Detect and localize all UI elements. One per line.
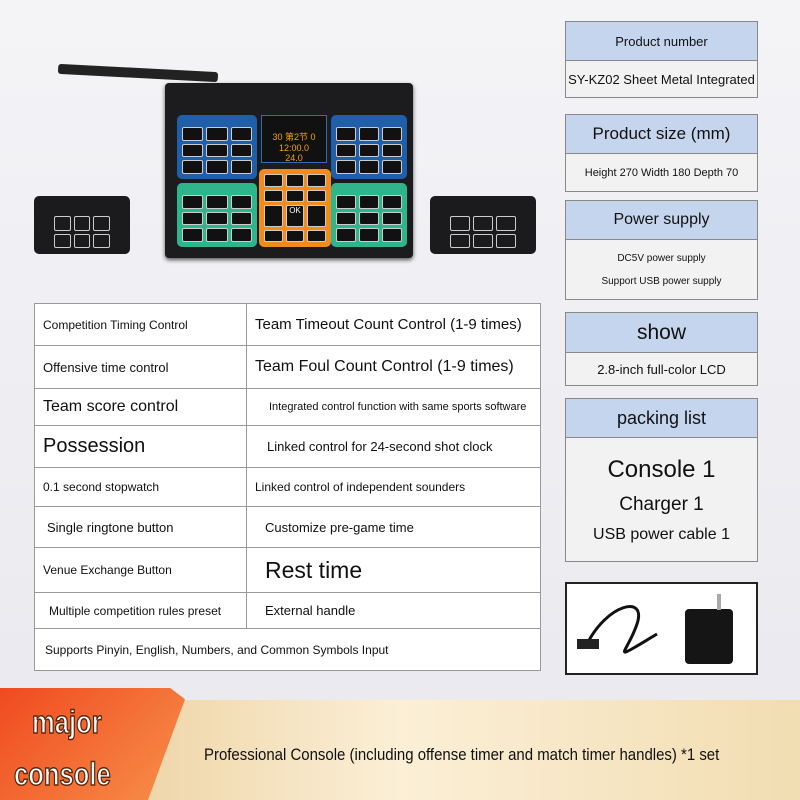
spec-label: show	[566, 313, 757, 353]
spec-value: Height 270 Width 180 Depth 70	[566, 154, 757, 191]
ribbon-text: console	[13, 755, 111, 793]
feature-cell: Team Timeout Count Control (1-9 times)	[246, 303, 541, 346]
feature-cell: 0.1 second stopwatch	[34, 467, 247, 507]
feature-cell: Rest time	[246, 547, 541, 593]
cable-and-charger-icon	[577, 594, 733, 664]
game-timing-handle	[430, 196, 536, 254]
product-number-box: Product number SY-KZ02 Sheet Metal Integ…	[565, 21, 758, 98]
feature-cell: Offensive time control	[34, 345, 247, 389]
spec-label: Product number	[566, 22, 757, 61]
feature-cell: Supports Pinyin, English, Numbers, and C…	[34, 628, 541, 671]
game-timing-pad	[177, 115, 257, 179]
packing-item: Console 1	[607, 455, 716, 483]
feature-cell: Team score control	[34, 388, 247, 426]
feature-cell: Customize pre-game time	[246, 506, 541, 548]
product-size-box: Product size (mm) Height 270 Width 180 D…	[565, 114, 758, 192]
attack-timing-handle	[34, 196, 130, 254]
packing-item: USB power cable 1	[593, 525, 730, 543]
spec-value: Support USB power supply	[601, 275, 722, 287]
team-b-pad	[331, 183, 407, 247]
feature-cell: Multiple competition rules preset	[34, 592, 247, 629]
spec-value: DC5V power supply	[617, 252, 706, 264]
feature-cell: Possession	[34, 425, 247, 468]
spec-label: packing list	[566, 399, 757, 438]
feature-cell: Competition Timing Control	[34, 303, 247, 346]
accessories-image	[565, 582, 758, 675]
spec-value: SY-KZ02 Sheet Metal Integrated	[566, 61, 757, 97]
feature-cell: Team Foul Count Control (1-9 times)	[246, 345, 541, 389]
ribbon-text: major	[31, 703, 102, 741]
show-box: show 2.8-inch full-color LCD	[565, 312, 758, 386]
packing-list-box: packing list Console 1 Charger 1 USB power…	[565, 398, 758, 562]
feature-cell: Linked control of independent sounders	[246, 467, 541, 507]
spec-value: 2.8-inch full-color LCD	[566, 353, 757, 385]
team-a-pad	[177, 183, 257, 247]
control-pad: OK	[259, 169, 331, 247]
attack-timing-pad	[331, 115, 407, 179]
feature-cell: External handle	[246, 592, 541, 629]
ribbon	[0, 688, 185, 800]
feature-cell: Integrated control function with same sp…	[246, 388, 541, 426]
banner-text: Professional Console (including offense …	[204, 745, 720, 764]
antenna	[57, 63, 219, 83]
spec-label: Power supply	[566, 201, 757, 240]
feature-cell: Single ringtone button	[34, 506, 247, 548]
feature-cell: Venue Exchange Button	[34, 547, 247, 593]
spec-label: Product size (mm)	[566, 115, 757, 154]
packing-item: Charger 1	[619, 493, 704, 515]
feature-cell: Linked control for 24-second shot clock	[246, 425, 541, 468]
